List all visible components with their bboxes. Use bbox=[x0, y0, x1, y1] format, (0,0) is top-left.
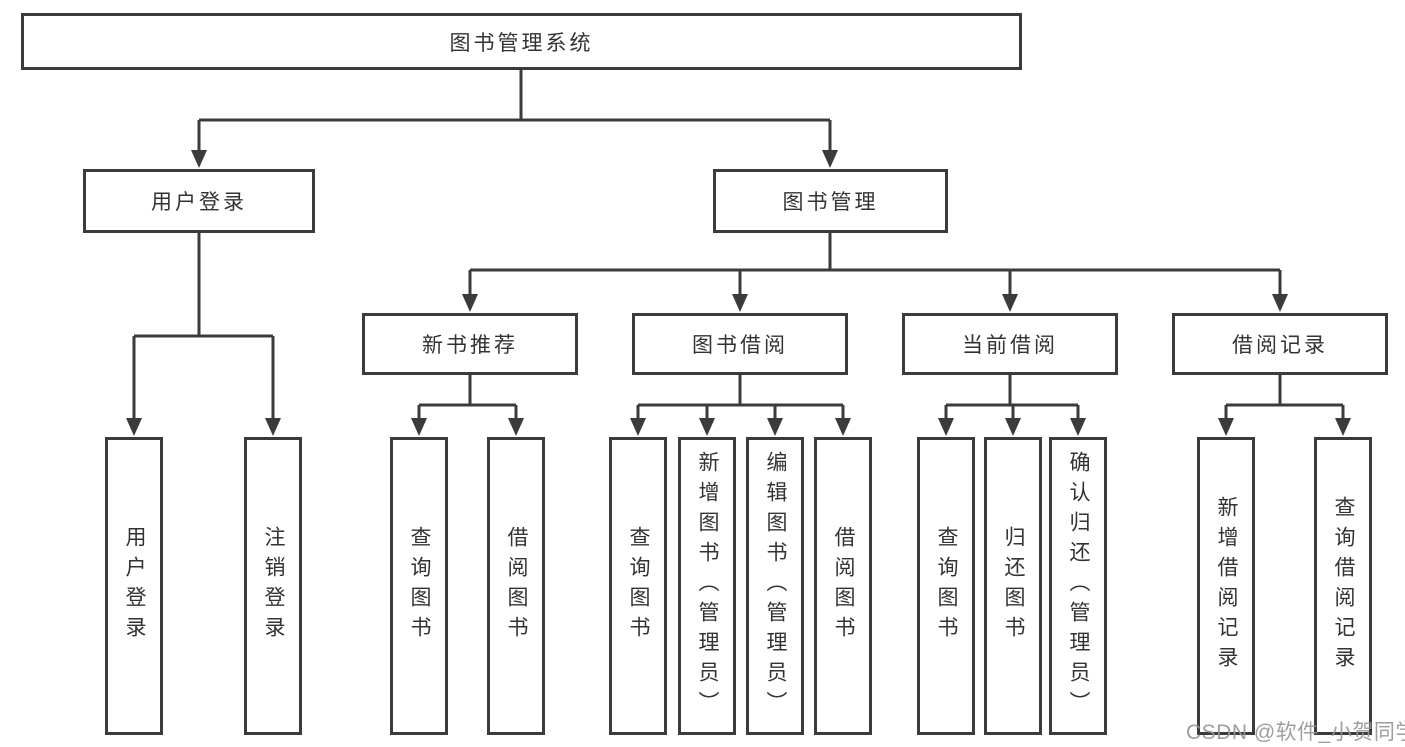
node-label: 用户登录 bbox=[123, 526, 146, 646]
leaf-borrow-books-borrowing: 借阅图书 bbox=[814, 437, 872, 735]
node-label: 借阅图书 bbox=[832, 526, 855, 646]
node-label: 新增图书（管理员） bbox=[696, 451, 719, 721]
csdn-watermark: CSDN @软件_小贺同学 bbox=[1186, 721, 1405, 744]
leaf-query-books-borrowing: 查询图书 bbox=[609, 437, 667, 735]
node-label: 编辑图书（管理员） bbox=[764, 451, 787, 721]
leaf-add-book-admin: 新增图书（管理员） bbox=[678, 437, 736, 735]
node-user-login: 用户登录 bbox=[83, 169, 315, 233]
node-label: 查询图书 bbox=[935, 526, 958, 646]
node-book-borrowing: 图书借阅 bbox=[632, 313, 848, 375]
node-label: 查询图书 bbox=[408, 526, 431, 646]
leaf-query-borrow-record: 查询借阅记录 bbox=[1314, 437, 1372, 735]
leaf-logout: 注销登录 bbox=[244, 437, 302, 735]
node-new-book-recommend: 新书推荐 bbox=[362, 313, 578, 375]
leaf-confirm-return-admin: 确认归还（管理员） bbox=[1049, 437, 1107, 735]
node-label: 借阅图书 bbox=[505, 526, 528, 646]
node-label: 新增借阅记录 bbox=[1215, 496, 1238, 676]
node-root-system: 图书管理系统 bbox=[21, 13, 1022, 70]
node-label: 图书管理 bbox=[782, 191, 879, 214]
leaf-query-books-recommend: 查询图书 bbox=[390, 437, 448, 735]
leaf-user-login: 用户登录 bbox=[105, 437, 163, 735]
leaf-edit-book-admin: 编辑图书（管理员） bbox=[746, 437, 804, 735]
node-label: 当前借阅 bbox=[962, 334, 1058, 357]
node-label: 借阅记录 bbox=[1232, 334, 1328, 357]
node-label: 确认归还（管理员） bbox=[1067, 451, 1090, 721]
node-label: 注销登录 bbox=[262, 526, 285, 646]
node-label: 图书借阅 bbox=[692, 334, 788, 357]
node-label: 查询借阅记录 bbox=[1332, 496, 1355, 676]
node-label: 图书管理系统 bbox=[449, 31, 594, 55]
leaf-return-book: 归还图书 bbox=[984, 437, 1042, 735]
leaf-query-books-current: 查询图书 bbox=[917, 437, 975, 735]
node-label: 用户登录 bbox=[151, 191, 247, 214]
node-label: 归还图书 bbox=[1002, 526, 1025, 646]
node-label: 查询图书 bbox=[627, 526, 650, 646]
node-book-management: 图书管理 bbox=[713, 169, 948, 233]
leaf-borrow-books-recommend: 借阅图书 bbox=[487, 437, 545, 735]
leaf-add-borrow-record: 新增借阅记录 bbox=[1197, 437, 1255, 735]
node-current-borrowing: 当前借阅 bbox=[902, 313, 1118, 375]
node-label: 新书推荐 bbox=[422, 334, 518, 357]
node-borrowing-records: 借阅记录 bbox=[1172, 313, 1388, 375]
